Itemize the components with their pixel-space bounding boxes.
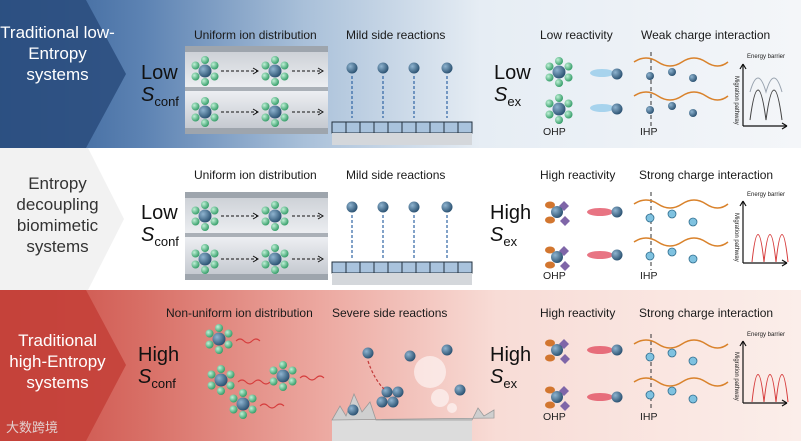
ihp-label-1: IHP (640, 126, 658, 138)
energy-barrier-label-3: Energy barrier (747, 332, 785, 338)
heading-transport-2: Uniform ion distribution (194, 168, 317, 182)
energy-barrier-label-1: Energy barrier (747, 54, 785, 60)
sconf-label-1: Low Sconf (141, 62, 179, 109)
sex-label-2: High Sex (490, 202, 532, 249)
heading-reactivity-2: High reactivity (540, 168, 616, 182)
migration-pathway-label-2: Migration pathway (733, 213, 739, 262)
ihp-label-2: IHP (640, 270, 658, 282)
heading-side-reactions-2: Mild side reactions (346, 168, 446, 182)
high-entropy-band (0, 290, 801, 441)
heading-interaction-1: Weak charge interaction (641, 28, 771, 42)
heading-side-reactions-3: Severe side reactions (332, 306, 448, 320)
sconf-label-2: Low Sconf (141, 202, 179, 249)
sex-label-3: High Sex (490, 344, 532, 391)
ihp-label-3: IHP (640, 411, 658, 423)
heading-reactivity-3: High reactivity (540, 306, 616, 320)
system-label-high-entropy: Traditional high-Entropy systems (9, 331, 106, 392)
system-label-low-entropy: Traditional low-Entropy systems (0, 23, 115, 84)
heading-side-reactions-1: Mild side reactions (346, 28, 446, 42)
energy-barrier-label-2: Energy barrier (747, 192, 785, 198)
heading-interaction-2: Strong charge interaction (639, 168, 774, 182)
sex-label-1: Low Sex (494, 62, 531, 109)
heading-transport-1: Uniform ion distribution (194, 28, 317, 42)
ohp-label-2: OHP (543, 270, 566, 282)
heading-transport-3: Non-uniform ion distribution (166, 306, 313, 320)
heading-reactivity-1: Low reactivity (540, 28, 613, 42)
ohp-label-1: OHP (543, 126, 566, 138)
migration-pathway-label-1: Migration pathway (733, 76, 739, 125)
sconf-label-3: High Sconf (138, 344, 180, 391)
watermark: 大数跨境 (6, 420, 59, 435)
heading-interaction-3: Strong charge interaction (639, 306, 774, 320)
ohp-label-3: OHP (543, 411, 566, 423)
migration-pathway-label-3: Migration pathway (733, 352, 739, 401)
system-label-biomimetic: Entropy decoupling biomimetic systems (16, 174, 99, 256)
